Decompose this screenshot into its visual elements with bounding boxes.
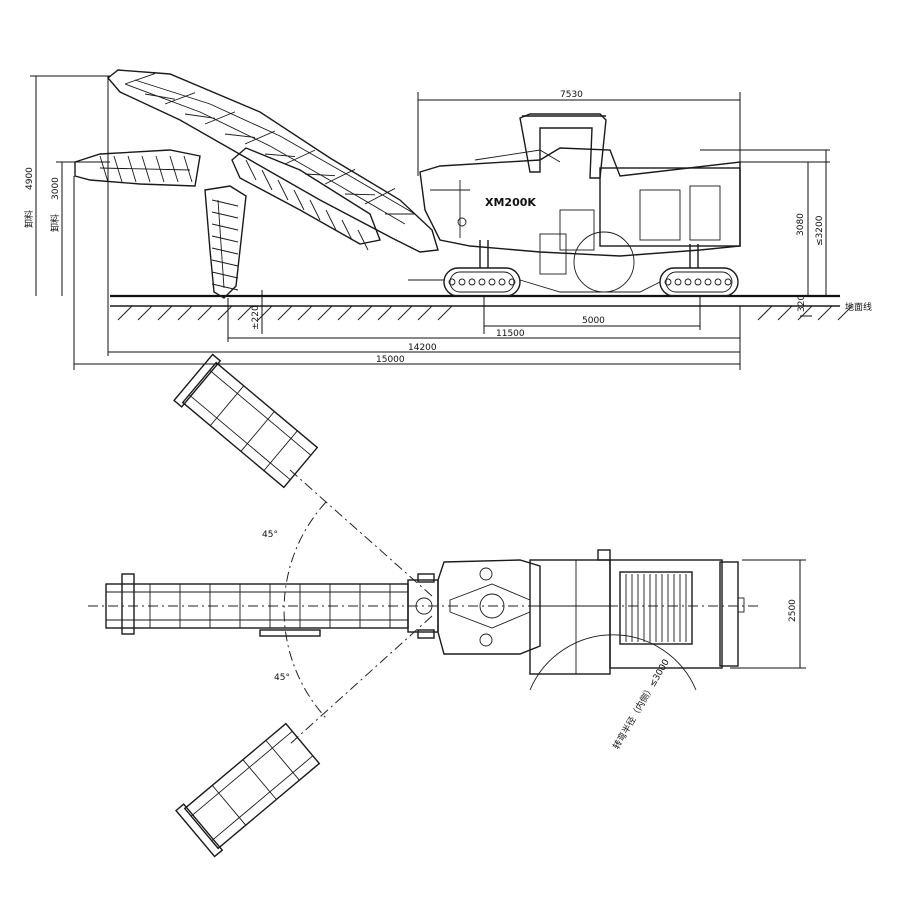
side-view: XM200K 7530 <box>23 69 872 370</box>
label-height-b: 卸料 <box>49 214 61 232</box>
machine-body: XM200K <box>419 113 741 293</box>
label-height-a: 卸料 <box>23 210 35 228</box>
drum-housing <box>408 279 661 293</box>
dim-3080: 3080 <box>796 213 806 236</box>
swing-arc <box>283 501 327 719</box>
dim-3200: ≤3200 <box>815 215 825 246</box>
swing-ray-upper <box>289 469 433 597</box>
dim-2500: 2500 <box>788 599 798 622</box>
conveyor-top-upper <box>173 353 319 489</box>
ground-line <box>110 294 853 321</box>
machine-top <box>437 549 745 675</box>
angle-lower: 45° <box>274 673 290 683</box>
front-track <box>443 240 521 297</box>
turning-arc <box>529 634 697 691</box>
conveyor-lowered-2 <box>204 185 247 299</box>
dim-14200: 14200 <box>408 343 437 353</box>
top-view: 45° 45° <box>88 353 806 858</box>
dim-small: ±220 <box>251 305 261 330</box>
swing-ray-lower <box>289 615 433 745</box>
dim-4900: 4900 <box>25 167 35 190</box>
dim-320: 320 <box>797 295 807 312</box>
dim-11500: 11500 <box>496 329 525 339</box>
conveyor-mid <box>231 147 381 251</box>
radius-note: 转弯半径（内侧）≤3000 <box>610 657 672 752</box>
dim-7530: 7530 <box>560 90 583 100</box>
conveyor-top-straight <box>105 573 409 637</box>
main-conveyor <box>106 69 439 253</box>
dim-5000: 5000 <box>582 316 605 326</box>
model-label: XM200K <box>485 196 536 209</box>
side-dimensions: 7530 4900 3000 卸料 卸料 <box>23 75 872 370</box>
dim-15000: 15000 <box>376 355 405 365</box>
dim-3000: 3000 <box>51 177 61 200</box>
top-width-dimension: 2500 <box>730 559 806 669</box>
ground-label: 地面线 <box>845 301 872 313</box>
conveyor-lowered-1 <box>74 149 201 187</box>
angle-upper: 45° <box>262 530 278 540</box>
conveyor-top-lower <box>175 722 321 858</box>
